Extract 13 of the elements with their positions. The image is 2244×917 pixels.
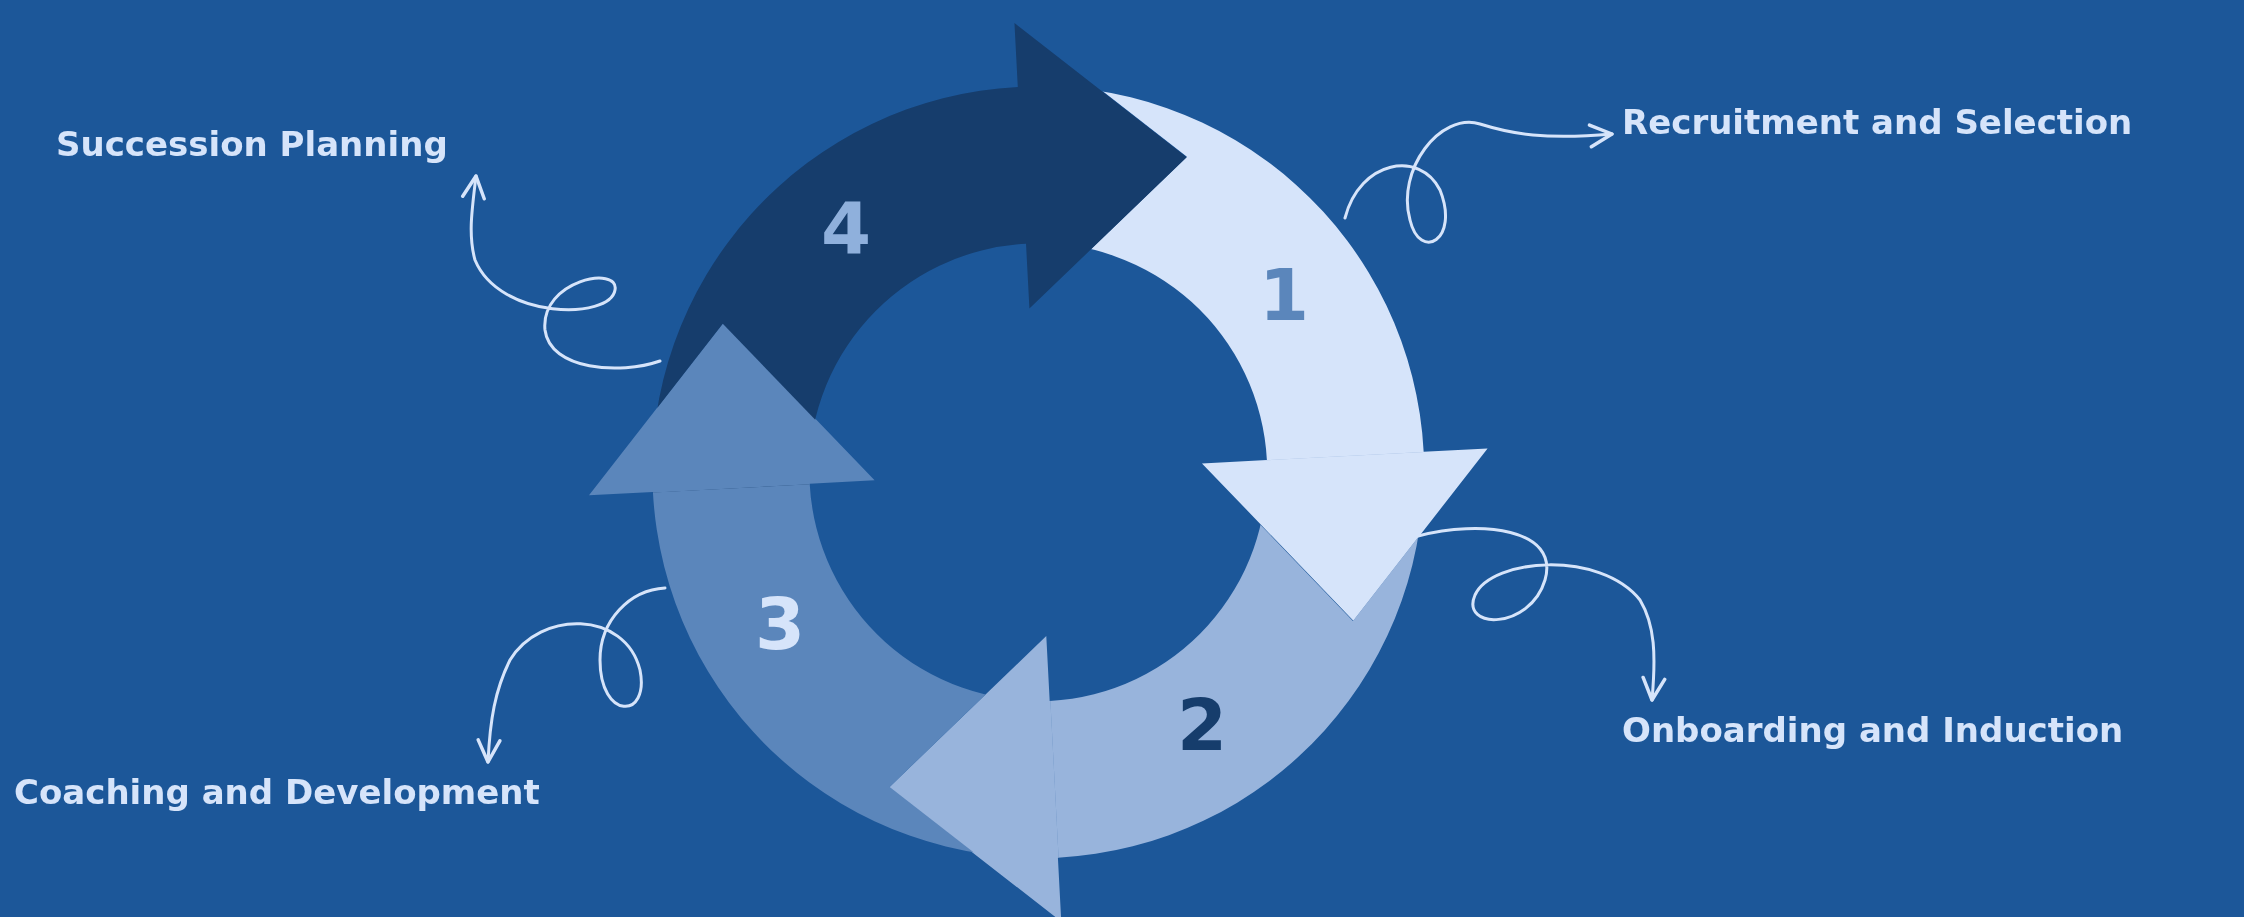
curly-arrow bbox=[460, 174, 662, 370]
step-number: 3 bbox=[754, 588, 806, 660]
step-number: 4 bbox=[820, 192, 872, 264]
stage-label: Onboarding and Induction bbox=[1622, 708, 2124, 753]
step-number: 1 bbox=[1258, 259, 1310, 331]
step-number: 2 bbox=[1176, 689, 1228, 761]
curly-arrow bbox=[476, 586, 667, 764]
cycle-arrow-segment bbox=[652, 22, 1187, 493]
curly-arrow bbox=[1416, 527, 1667, 702]
stage-label: Recruitment and Selection bbox=[1622, 100, 2133, 145]
curly-arrow bbox=[1343, 120, 1614, 244]
stage-label: Coaching and Development bbox=[14, 770, 540, 815]
stage-label: Succession Planning bbox=[56, 122, 448, 167]
